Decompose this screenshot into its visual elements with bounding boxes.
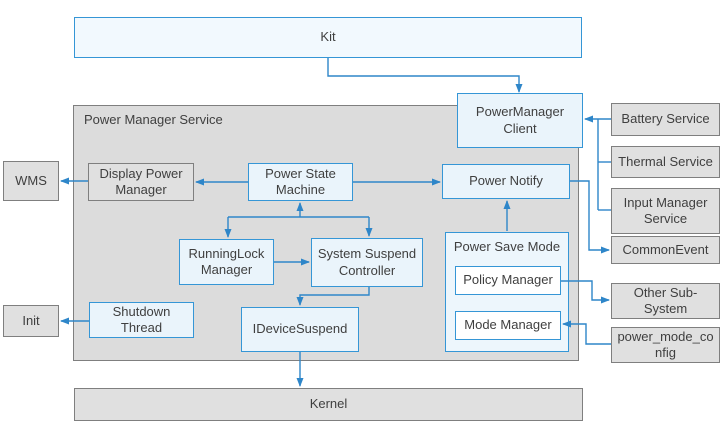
mode-manager-box: Mode Manager <box>455 311 561 340</box>
init-box: Init <box>3 305 59 337</box>
runninglock-manager-box: RunningLock Manager <box>179 239 274 285</box>
wms-box: WMS <box>3 161 59 201</box>
power-manager-service-title: Power Manager Service <box>84 112 223 127</box>
kernel-box: Kernel <box>74 388 583 421</box>
power-mode-config-box: power_mode_config <box>611 327 720 363</box>
common-event-box: CommonEvent <box>611 236 720 264</box>
kit-box: Kit <box>74 17 582 58</box>
display-power-manager-box: Display Power Manager <box>88 163 194 201</box>
power-state-machine-box: Power State Machine <box>248 163 353 201</box>
idevice-suspend-box: IDeviceSuspend <box>241 307 359 352</box>
policy-manager-box: Policy Manager <box>455 266 561 295</box>
shutdown-thread-box: Shutdown Thread <box>89 302 194 338</box>
system-suspend-controller-box: System Suspend Controller <box>311 238 423 287</box>
powermanager-client-box: PowerManager Client <box>457 93 583 148</box>
battery-service-box: Battery Service <box>611 103 720 136</box>
power-notify-box: Power Notify <box>442 164 570 199</box>
input-manager-service-box: Input Manager Service <box>611 188 720 234</box>
other-sub-system-box: Other Sub-System <box>611 283 720 319</box>
arrow-kit-to-powermanager-client <box>327 58 523 93</box>
thermal-service-box: Thermal Service <box>611 146 720 178</box>
power-save-mode-title: Power Save Mode <box>453 239 561 254</box>
